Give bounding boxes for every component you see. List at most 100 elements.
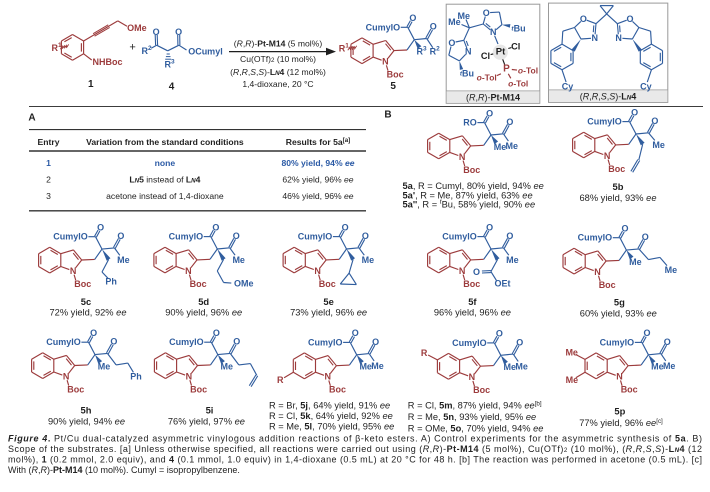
svg-text:5d: 5d <box>198 296 209 307</box>
svg-text:Ph: Ph <box>105 277 117 287</box>
svg-text:N: N <box>63 371 70 381</box>
svg-text:1: 1 <box>46 158 51 168</box>
svg-text:O: O <box>621 224 628 234</box>
svg-text:R: R <box>421 348 428 358</box>
svg-text:With (R,R)-Pt-M14 (10 mol%). C: With (R,R)-Pt-M14 (10 mol%). Cumyl = iso… <box>8 465 240 475</box>
svg-text:N: N <box>185 266 192 276</box>
svg-text:5g: 5g <box>614 297 625 308</box>
svg-text:O: O <box>580 14 587 24</box>
svg-text:R = Cl, 5m, 87% yield, 94% ee[: R = Cl, 5m, 87% yield, 94% ee[b] <box>408 400 542 410</box>
svg-text:CumylO: CumylO <box>578 233 613 243</box>
svg-text:4: 4 <box>169 82 175 93</box>
svg-text:Boc: Boc <box>463 165 480 175</box>
svg-text:B: B <box>384 110 391 121</box>
svg-text:O: O <box>90 328 97 338</box>
svg-text:5b: 5b <box>613 181 624 192</box>
svg-text:Me: Me <box>117 255 130 265</box>
svg-text:CumylO: CumylO <box>298 232 333 242</box>
svg-text:R = Me, 5l, 70% yield, 95% ee: R = Me, 5l, 70% yield, 95% ee <box>269 422 394 432</box>
svg-text:O: O <box>473 267 480 277</box>
svg-text:Cu(OTf)2 (10 mol%): Cu(OTf)2 (10 mol%) <box>240 54 316 64</box>
svg-text:5f: 5f <box>468 296 477 307</box>
svg-text:O: O <box>626 14 633 24</box>
svg-text:N: N <box>314 266 321 276</box>
svg-text:73% yield, 96% ee: 73% yield, 96% ee <box>290 308 367 318</box>
svg-text:N: N <box>604 151 611 161</box>
svg-text:O: O <box>448 38 455 48</box>
svg-text:Me: Me <box>515 361 528 371</box>
svg-text:CumylO: CumylO <box>46 337 81 347</box>
svg-text:Figure 4. Pt/Cu dual-catalyzed: Figure 4. Pt/Cu dual-catalyzed asymmetri… <box>8 434 702 444</box>
svg-text:o-Tol: o-Tol <box>508 79 528 89</box>
svg-text:O: O <box>516 337 523 347</box>
svg-text:A: A <box>28 112 35 123</box>
svg-text:OMe: OMe <box>234 279 254 289</box>
svg-text:2: 2 <box>46 175 51 185</box>
svg-text:N: N <box>459 152 466 162</box>
svg-text:O: O <box>651 116 658 126</box>
svg-text:R1: R1 <box>51 42 62 53</box>
svg-text:Me: Me <box>565 347 578 357</box>
svg-text:68% yield, 93% ee: 68% yield, 93% ee <box>579 193 656 203</box>
svg-text:(R,R)-Pt-M14 (5 mol%): (R,R)-Pt-M14 (5 mol%) <box>234 39 323 49</box>
svg-text:Me: Me <box>506 255 519 265</box>
svg-text:Scope of the substrates. [a] U: Scope of the substrates. [a] Unless othe… <box>8 444 702 454</box>
svg-text:1,4-dioxane, 20 °C: 1,4-dioxane, 20 °C <box>242 79 313 89</box>
svg-text:CumylO: CumylO <box>308 337 343 347</box>
svg-text:OMe: OMe <box>127 23 147 33</box>
svg-text:Boc: Boc <box>74 279 91 289</box>
svg-text:O: O <box>430 22 437 32</box>
svg-text:CumylO: CumylO <box>442 232 477 242</box>
svg-text:N: N <box>469 372 476 382</box>
svg-text:60% yield, 93% ee: 60% yield, 93% ee <box>580 309 657 319</box>
svg-text:N: N <box>592 33 599 43</box>
svg-text:CumylO: CumylO <box>600 337 635 347</box>
svg-text:Me: Me <box>494 142 507 152</box>
svg-text:N: N <box>186 371 193 381</box>
svg-text:Boc: Boc <box>319 279 336 289</box>
svg-text:Me: Me <box>504 362 517 372</box>
svg-text:Boc: Boc <box>473 385 490 395</box>
svg-text:Boc: Boc <box>67 384 84 394</box>
svg-text:1: 1 <box>88 79 94 90</box>
svg-text:Me: Me <box>221 361 234 371</box>
svg-text:N: N <box>70 266 77 276</box>
svg-text:R = Cl, 5k, 64% yield, 92% ee: R = Cl, 5k, 64% yield, 92% ee <box>269 411 393 421</box>
svg-text:Boc: Boc <box>608 164 625 174</box>
svg-text:R: R <box>277 375 284 385</box>
svg-text:R2: R2 <box>430 46 441 57</box>
svg-text:N: N <box>325 372 332 382</box>
svg-text:Cl: Cl <box>481 51 490 61</box>
svg-text:5e: 5e <box>323 296 333 307</box>
svg-text:mol%), 1 (0.2 mmol, 2.0 equiv): mol%), 1 (0.2 mmol, 2.0 equiv), and 4 (0… <box>8 455 702 465</box>
svg-text:CumylO: CumylO <box>53 232 88 242</box>
svg-text:Me: Me <box>448 17 461 27</box>
svg-text:O: O <box>643 328 650 338</box>
svg-text:OEt: OEt <box>494 279 510 289</box>
svg-text:90% yield, 96% ee: 90% yield, 96% ee <box>165 308 242 318</box>
svg-text:Boc: Boc <box>190 384 207 394</box>
svg-text:O: O <box>342 222 349 232</box>
svg-text:O: O <box>631 107 638 117</box>
svg-text:5p: 5p <box>614 405 625 416</box>
svg-text:N: N <box>616 372 623 382</box>
svg-text:Me: Me <box>232 255 245 265</box>
svg-text:O: O <box>117 231 124 241</box>
svg-text:O: O <box>153 27 160 37</box>
svg-text:5a'', R = tBu, 58% yield, 90%: 5a'', R = tBu, 58% yield, 90% ee <box>403 199 536 210</box>
svg-text:O: O <box>110 337 117 347</box>
svg-text:90% yield, 94% ee: 90% yield, 94% ee <box>48 416 125 426</box>
svg-text:o-Tol: o-Tol <box>477 73 497 83</box>
svg-text:o-Tol: o-Tol <box>518 66 538 76</box>
svg-text:O: O <box>506 117 513 127</box>
svg-text:R = Br, 5j, 64% yield, 91% ee: R = Br, 5j, 64% yield, 91% ee <box>269 401 390 411</box>
svg-text:76% yield, 97% ee: 76% yield, 97% ee <box>168 416 245 426</box>
svg-text:Me: Me <box>663 361 676 371</box>
svg-text:O: O <box>175 27 182 37</box>
svg-text:CumylO: CumylO <box>169 232 204 242</box>
svg-text:O: O <box>212 222 219 232</box>
svg-text:R = OMe, 5o, 70% yield, 94% ee: R = OMe, 5o, 70% yield, 94% ee <box>408 424 544 434</box>
svg-text:Pt: Pt <box>496 46 506 57</box>
svg-text:O: O <box>642 232 649 242</box>
svg-text:5c: 5c <box>81 296 91 307</box>
